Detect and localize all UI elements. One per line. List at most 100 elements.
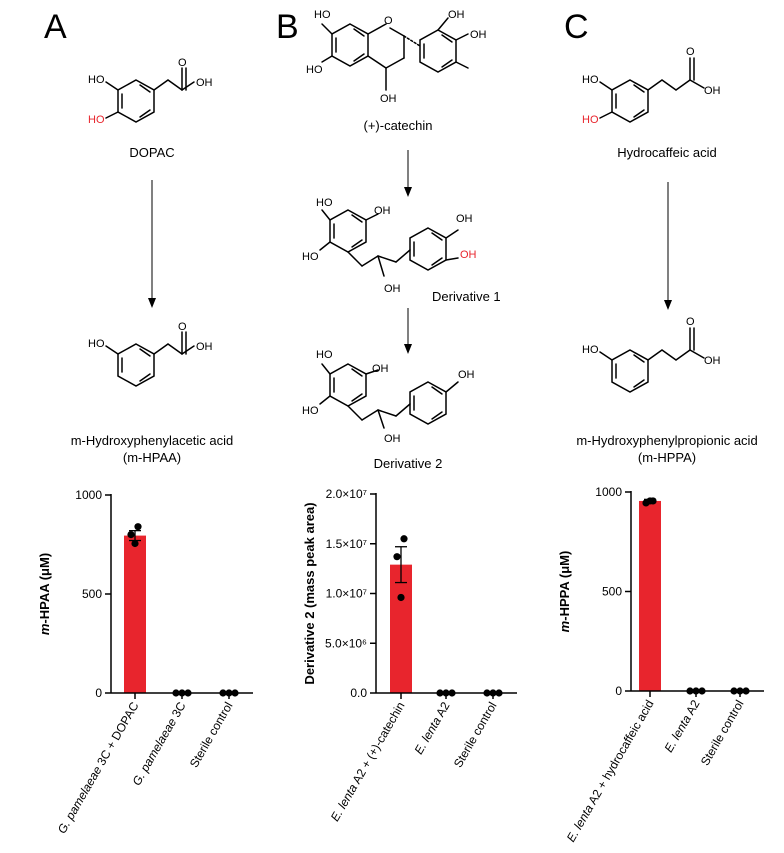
y-tick-label-1-1: 5.0×10⁶	[325, 636, 367, 650]
hydrocaffeic-oh-label: OH	[704, 85, 721, 97]
category-label-part-1-0-1: A2 + (+)-catechin	[348, 700, 407, 789]
data-point-2-1-2	[698, 687, 706, 695]
y-tick-label-1-3: 1.5×10⁷	[326, 537, 367, 551]
y-tick-label-0-1: 500	[82, 587, 102, 601]
chart-c-m-hppa: 0 500 1000 m-HPPA (μM) E. lenta A2 + hydroca…	[557, 485, 764, 844]
y-axis-label-1: Derivative 2 (mass peak area)	[302, 502, 317, 684]
category-label-0-1: G. pamelaeae 3C	[129, 699, 188, 788]
data-point-1-2-0	[483, 689, 491, 697]
y-tick-label-1-2: 1.0×10⁷	[326, 587, 367, 601]
data-point-1-0-2	[397, 593, 405, 602]
y-tick-label-2-0: 0	[615, 684, 622, 698]
category-label-part-1-2-0: Sterile control	[451, 700, 500, 771]
hydrocaffeic-acid-structure: HO HO O OH	[582, 46, 721, 126]
data-point-0-1-2	[184, 689, 192, 697]
hydrocaffeic-ho-red-label: HO	[582, 114, 599, 126]
arrow-b2-head	[404, 344, 412, 354]
data-point-0-2-2	[231, 689, 239, 697]
bar-1-0	[390, 564, 412, 693]
category-label-part-0-0-0: G. pamelaeae	[55, 763, 105, 836]
compound-name-m-hpaa-abbr: (m-HPAA)	[123, 450, 181, 465]
data-point-2-2-2	[742, 687, 750, 695]
compound-name-m-hpaa: m-Hydroxyphenylacetic acid	[71, 433, 234, 448]
compound-name-m-hppa: m-Hydroxyphenylpropionic acid	[576, 433, 757, 448]
y-tick-label-2-2: 1000	[595, 485, 622, 499]
category-label-1-2: Sterile control	[451, 700, 500, 771]
derivative-1-name: Derivative 1	[432, 289, 501, 304]
catechin-ho-label-2: HO	[306, 64, 323, 76]
derivative-2-oh-label-2: OH	[384, 433, 401, 445]
y-tick-label-1-4: 2.0×10⁷	[326, 487, 367, 501]
derivative-1-ho-label-2: HO	[302, 251, 319, 263]
data-point-2-1-0	[686, 687, 694, 695]
arrow-a-head	[148, 298, 156, 308]
data-point-2-1-1	[692, 687, 700, 695]
dopac-ho-red-label: HO	[88, 114, 105, 126]
data-point-2-2-0	[730, 687, 738, 695]
data-point-1-2-2	[495, 689, 503, 697]
derivative-2-structure: HO OH HO OH OH	[302, 349, 475, 445]
catechin-oh-label-2: OH	[448, 9, 465, 21]
y-tick-label-1-0: 0.0	[350, 686, 367, 700]
dopac-oh-label: OH	[196, 77, 213, 89]
category-label-part-2-0-0: E. lenta	[564, 802, 597, 845]
y-axis-label-part-2-2: -HPPA (μM)	[557, 551, 572, 621]
category-label-part-2-0-1: A2 + hydrocaffeic acid	[584, 698, 657, 810]
panel-letter-c: C	[564, 8, 589, 46]
derivative-2-oh-label-3: OH	[458, 369, 475, 381]
y-axis-label-part-1-1: Derivative	[302, 619, 317, 685]
dopac-ho-label: HO	[88, 74, 105, 86]
data-point-0-0-2	[131, 539, 139, 548]
category-label-2-0: E. lenta A2 + hydrocaffeic acid	[564, 698, 657, 845]
data-point-2-0-2	[646, 497, 654, 505]
hydrocaffeic-o-label: O	[686, 46, 695, 58]
y-tick-label-2-1: 500	[602, 585, 622, 599]
category-label-part-1-0-0: E. lenta	[328, 781, 361, 824]
catechin-oh-label-3: OH	[470, 29, 487, 41]
data-point-0-0-1	[127, 531, 135, 539]
data-point-2-2-1	[736, 687, 744, 695]
data-point-1-0-1	[393, 553, 401, 561]
y-axis-label-part-2-0: -HPAA (μM)	[37, 553, 52, 624]
m-hppa-structure: HO O OH	[582, 316, 721, 393]
bar-0-0	[124, 535, 146, 693]
m-hppa-o-label: O	[686, 316, 695, 328]
dopac-o-label: O	[178, 57, 187, 69]
compound-name-m-hppa-abbr: (m-HPPA)	[638, 450, 696, 465]
derivative-1-oh-red-label: OH	[460, 249, 477, 261]
category-label-1-0: E. lenta A2 + (+)-catechin	[328, 700, 408, 824]
data-point-0-1-0	[172, 689, 180, 697]
compound-name-catechin: (+)-catechin	[364, 118, 433, 133]
category-label-part-0-1-0: G. pamelaeae	[129, 715, 179, 788]
category-label-1-1: E. lenta A2	[411, 699, 452, 757]
data-point-0-2-0	[219, 689, 227, 697]
y-tick-label-0-0: 0	[95, 686, 102, 700]
catechin-o-label: O	[384, 15, 393, 27]
m-hppa-oh-label: OH	[704, 355, 721, 367]
compound-name-derivative-2: Derivative 2	[374, 456, 443, 471]
category-label-0-0: G. pamelaeae 3C + DOPAC	[55, 699, 142, 836]
m-hpaa-structure: HO O OH	[88, 321, 213, 387]
derivative-2-ho-label-1: HO	[316, 349, 333, 361]
catechin-ho-label-1: HO	[314, 9, 331, 21]
data-point-0-0-0	[134, 523, 142, 531]
catechin-structure: HO HO O OH OH OH	[306, 9, 487, 105]
bar-2-0	[639, 500, 661, 691]
category-label-part-0-2-0: Sterile control	[187, 700, 236, 771]
y-axis-label-0: m-HPAA (μM)	[37, 553, 52, 635]
derivative-1-structure: HO OH HO OH OH OH	[302, 197, 477, 295]
m-hpaa-ho-label: HO	[88, 338, 105, 350]
category-label-part-0-0-1: 3C + DOPAC	[92, 699, 141, 770]
compound-name-hydrocaffeic-acid: Hydrocaffeic acid	[617, 145, 716, 160]
compound-name-dopac: DOPAC	[129, 145, 174, 160]
y-axis-label-2: m-HPPA (μM)	[557, 551, 572, 633]
derivative-1-oh-label-1: OH	[374, 205, 391, 217]
category-label-0-2: Sterile control	[187, 700, 236, 771]
data-point-0-2-1	[225, 689, 233, 697]
arrow-b1-head	[404, 187, 412, 197]
category-label-part-2-2-0: Sterile control	[698, 698, 747, 769]
data-point-1-0-0	[400, 535, 408, 543]
data-point-1-2-1	[489, 689, 497, 697]
derivative-2-oh-label-1: OH	[372, 363, 389, 375]
